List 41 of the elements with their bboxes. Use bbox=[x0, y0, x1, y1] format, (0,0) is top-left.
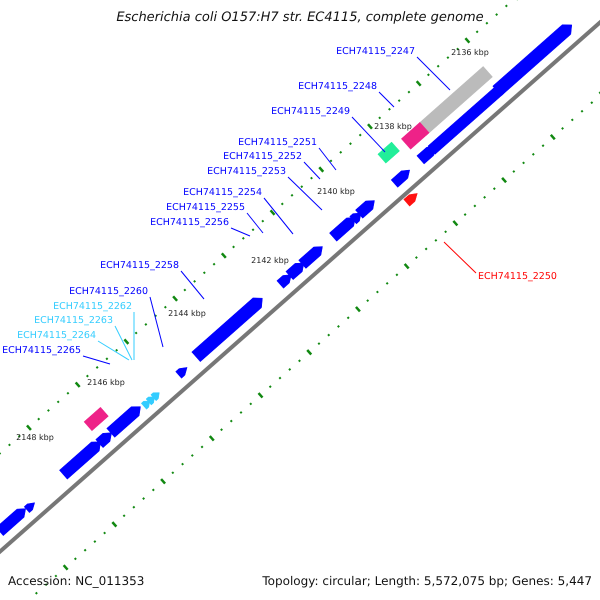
leader-line bbox=[82, 356, 110, 364]
leader-line bbox=[378, 92, 394, 108]
info-text: Topology: circular; Length: 5,572,075 bp; Genes: 5,447 bbox=[262, 573, 592, 590]
leader-line bbox=[416, 56, 450, 90]
gene-label: ECH74115_2248 bbox=[298, 80, 377, 94]
leader-line bbox=[288, 176, 322, 210]
leader-line bbox=[318, 148, 336, 170]
gene-label: ECH74115_2260 bbox=[69, 285, 148, 299]
position-label: 2144 kbp bbox=[168, 309, 206, 319]
gene-label: ECH74115_2251 bbox=[238, 136, 317, 150]
position-label: 2148 kbp bbox=[16, 433, 54, 443]
leader-line bbox=[304, 162, 320, 180]
gene-label: ECH74115_2264 bbox=[17, 329, 96, 343]
gene-label: ECH74115_2255 bbox=[166, 201, 245, 215]
position-label: 2146 kbp bbox=[87, 378, 125, 388]
gene-label: ECH74115_2252 bbox=[223, 150, 302, 164]
gene-label: ECH74115_2250 bbox=[478, 270, 557, 284]
position-label: 2138 kbp bbox=[374, 122, 412, 132]
gene-label: ECH74115_2249 bbox=[271, 105, 350, 119]
gene-label: ECH74115_2262 bbox=[53, 300, 132, 314]
gene-label: ECH74115_2254 bbox=[183, 186, 262, 200]
position-label: 2140 kbp bbox=[317, 187, 355, 197]
info-text: Accession: NC_011353 bbox=[8, 573, 144, 590]
leader-line bbox=[150, 296, 164, 348]
gene-label: ECH74115_2253 bbox=[207, 165, 286, 179]
leader-line bbox=[180, 270, 204, 300]
position-label: 2142 kbp bbox=[251, 256, 289, 266]
leader-line bbox=[444, 242, 476, 274]
gene-label: ECH74115_2265 bbox=[2, 344, 81, 358]
leader-line bbox=[230, 228, 250, 236]
position-label: 2136 kbp bbox=[451, 48, 489, 58]
gene-label: ECH74115_2247 bbox=[336, 45, 415, 59]
title: Escherichia coli O157:H7 str. EC4115, complete genome bbox=[115, 9, 485, 27]
leader-line bbox=[246, 212, 264, 234]
leader-line bbox=[98, 340, 130, 360]
gene-label: ECH74115_2263 bbox=[34, 314, 113, 328]
leader-line bbox=[264, 198, 294, 234]
leader-line bbox=[114, 326, 132, 360]
leader-line bbox=[352, 116, 386, 152]
gene-label: ECH74115_2256 bbox=[150, 216, 229, 230]
gene-label: ECH74115_2258 bbox=[100, 259, 179, 273]
